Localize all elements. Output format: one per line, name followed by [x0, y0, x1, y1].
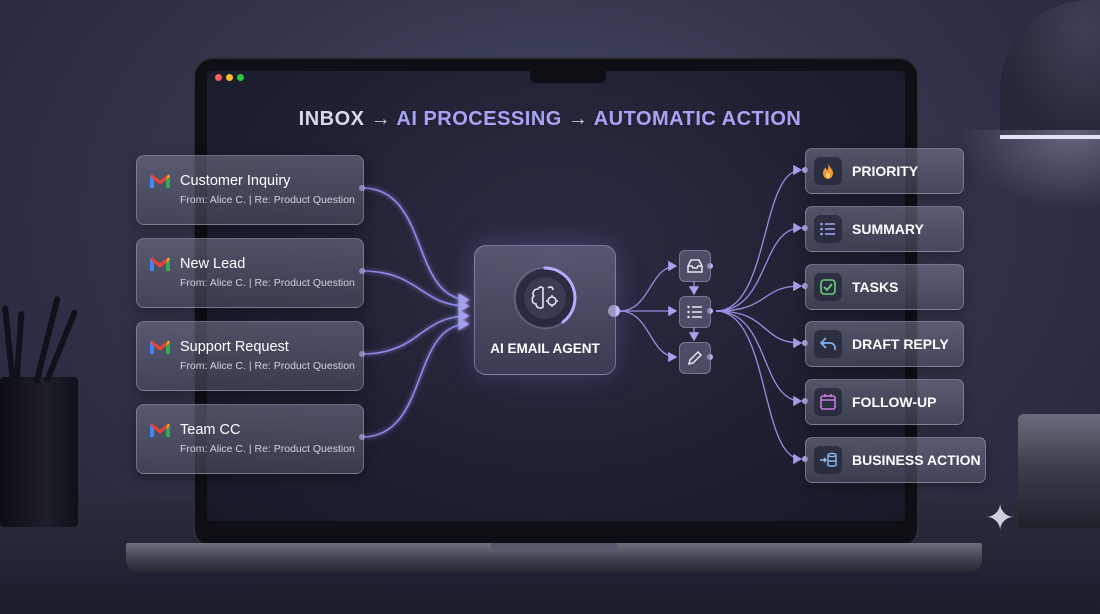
pipeline-step-list[interactable]	[679, 296, 711, 328]
email-title: Customer Inquiry	[180, 173, 291, 189]
action-summary[interactable]: SUMMARY	[805, 206, 964, 252]
window-minimize-dot[interactable]	[226, 74, 233, 81]
action-label: PRIORITY	[852, 163, 919, 179]
flow-line-action-3	[715, 280, 803, 312]
inbox-tray-icon	[687, 259, 703, 273]
gmail-icon	[150, 257, 170, 271]
calendar-icon	[814, 388, 842, 416]
email-card-customer-inquiry[interactable]: Customer Inquiry From: Alice C. | Re: Pr…	[136, 155, 364, 225]
email-title: New Lead	[180, 256, 246, 272]
window-maximize-dot[interactable]	[237, 74, 244, 81]
action-label: DRAFT REPLY	[852, 336, 949, 352]
list-icon	[687, 305, 702, 319]
gmail-icon	[150, 340, 170, 354]
action-label: SUMMARY	[852, 221, 924, 237]
flow-line-action-4	[715, 310, 803, 349]
flow-line-action-6	[715, 310, 803, 465]
flow-line-action-5	[715, 310, 803, 407]
laptop-base	[126, 543, 982, 573]
email-meta: From: Alice C. | Re: Product Question	[180, 277, 355, 289]
ai-email-agent-card[interactable]: AI EMAIL AGENT	[474, 245, 616, 375]
title-arrow: →	[567, 108, 589, 130]
email-card-team-cc[interactable]: Team CC From: Alice C. | Re: Product Que…	[136, 404, 364, 474]
window-close-dot[interactable]	[215, 74, 222, 81]
pencil-icon	[687, 350, 703, 366]
email-meta: From: Alice C. | Re: Product Question	[180, 194, 355, 206]
flow-line-action-2	[715, 222, 803, 312]
list-icon	[814, 215, 842, 243]
action-tasks[interactable]: TASKS	[805, 264, 964, 310]
action-priority[interactable]: PRIORITY	[805, 148, 964, 194]
email-title: Team CC	[180, 422, 241, 438]
page-title: INBOX → AI PROCESSING → AUTOMATIC ACTION	[0, 108, 1100, 131]
flow-line-action-1	[715, 164, 803, 312]
gmail-icon	[150, 174, 170, 188]
database-arrow-icon	[814, 446, 842, 474]
flow-line-email-1	[361, 187, 470, 307]
speaker-box	[1018, 414, 1100, 528]
flame-icon	[814, 157, 842, 185]
camera-notch	[530, 69, 606, 83]
gmail-icon	[150, 423, 170, 437]
flow-line-email-4	[361, 317, 470, 438]
action-draft-reply[interactable]: DRAFT REPLY	[805, 321, 964, 367]
lamp-glow	[960, 130, 1100, 210]
laptop-base-notch	[491, 543, 617, 552]
title-ai-processing: AI PROCESSING	[396, 108, 562, 130]
action-label: TASKS	[852, 279, 899, 295]
brain-gear-icon	[514, 266, 577, 329]
agent-label: AI EMAIL AGENT	[490, 341, 600, 356]
action-follow-up[interactable]: FOLLOW-UP	[805, 379, 964, 425]
flow-line-agent-step-1	[619, 260, 678, 312]
email-meta: From: Alice C. | Re: Product Question	[180, 360, 355, 372]
checkbox-icon	[814, 273, 842, 301]
pipeline-step-inbox[interactable]	[679, 250, 711, 282]
flow-line-email-2	[361, 270, 470, 313]
title-automatic-action: AUTOMATIC ACTION	[593, 108, 802, 130]
reply-icon	[814, 330, 842, 358]
flow-line-agent-step-3	[619, 310, 678, 363]
pen-holder	[0, 295, 79, 527]
action-label: FOLLOW-UP	[852, 394, 937, 410]
email-card-new-lead[interactable]: New Lead From: Alice C. | Re: Product Qu…	[136, 238, 364, 308]
flow-line-email-3	[361, 309, 470, 355]
action-label: BUSINESS ACTION	[852, 452, 981, 468]
pipeline-step-draft[interactable]	[679, 342, 711, 374]
sparkle-icon: ✦	[985, 497, 1016, 538]
title-inbox: INBOX	[298, 108, 365, 130]
email-meta: From: Alice C. | Re: Product Question	[180, 443, 355, 455]
email-title: Support Request	[180, 339, 289, 355]
email-card-support-request[interactable]: Support Request From: Alice C. | Re: Pro…	[136, 321, 364, 391]
action-business-action[interactable]: BUSINESS ACTION	[805, 437, 986, 483]
title-arrow: →	[370, 108, 392, 130]
